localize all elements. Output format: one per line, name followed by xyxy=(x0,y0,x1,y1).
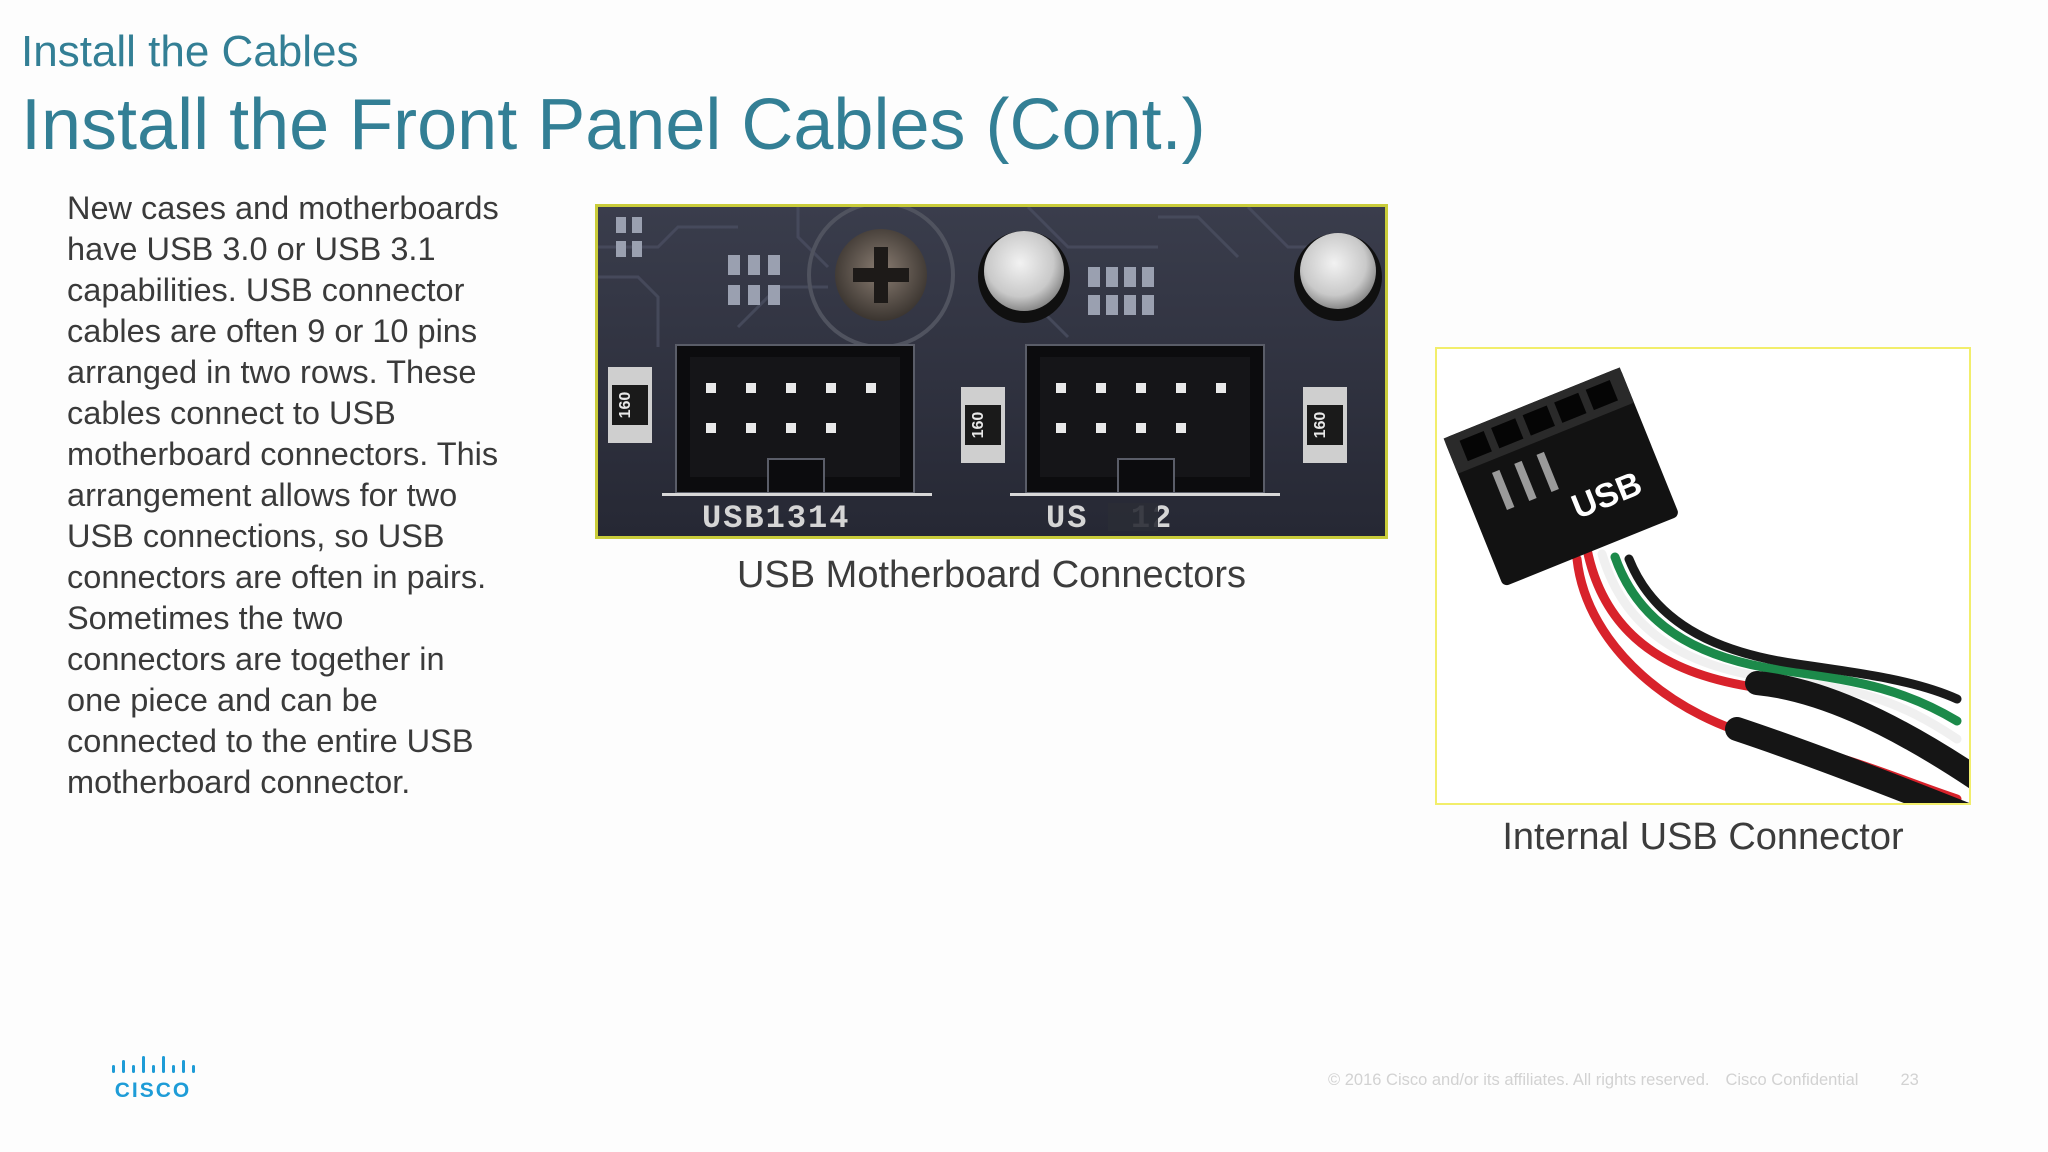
section-title: Install the Cables xyxy=(21,27,359,76)
usb-connector-caption: Internal USB Connector xyxy=(1502,816,1904,858)
chip-label: 160 xyxy=(1312,412,1329,439)
body-paragraph: New cases and motherboards have USB 3.0 … xyxy=(67,190,499,800)
chip-middle: 160 xyxy=(961,387,1005,463)
slide-title: Install the Front Panel Cables (Cont.) xyxy=(21,85,1206,165)
silkscreen-usb1314: USB1314 xyxy=(702,500,850,536)
motherboard-illustration: 160 160 160 xyxy=(598,207,1385,536)
footer-copyright: © 2016 Cisco and/or its affiliates. All … xyxy=(1328,1071,1710,1089)
usb-header-right xyxy=(1025,344,1265,494)
usb-header-left xyxy=(675,344,915,494)
chip-label: 160 xyxy=(617,392,634,419)
chip-right: 160 xyxy=(1303,387,1347,463)
internal-usb-connector-photo: USB xyxy=(1435,347,1971,805)
chip-label: 160 xyxy=(970,412,987,439)
cisco-wordmark: CISCO xyxy=(114,1079,192,1102)
motherboard-caption: USB Motherboard Connectors xyxy=(736,554,1247,596)
footer-confidential: Cisco Confidential xyxy=(1725,1071,1859,1089)
usb-plug: USB xyxy=(1443,367,1678,586)
footer: © 2016 Cisco and/or its affiliates. All … xyxy=(1328,1071,1919,1090)
page-number: 23 xyxy=(1900,1071,1919,1089)
cisco-logo: CISCO xyxy=(110,1055,200,1102)
chip-left: 160 xyxy=(608,367,652,443)
usb-cable-illustration: USB xyxy=(1437,349,1969,803)
cisco-bridge-logo-icon xyxy=(112,1056,195,1073)
motherboard-connectors-photo: 160 160 160 xyxy=(595,204,1388,539)
